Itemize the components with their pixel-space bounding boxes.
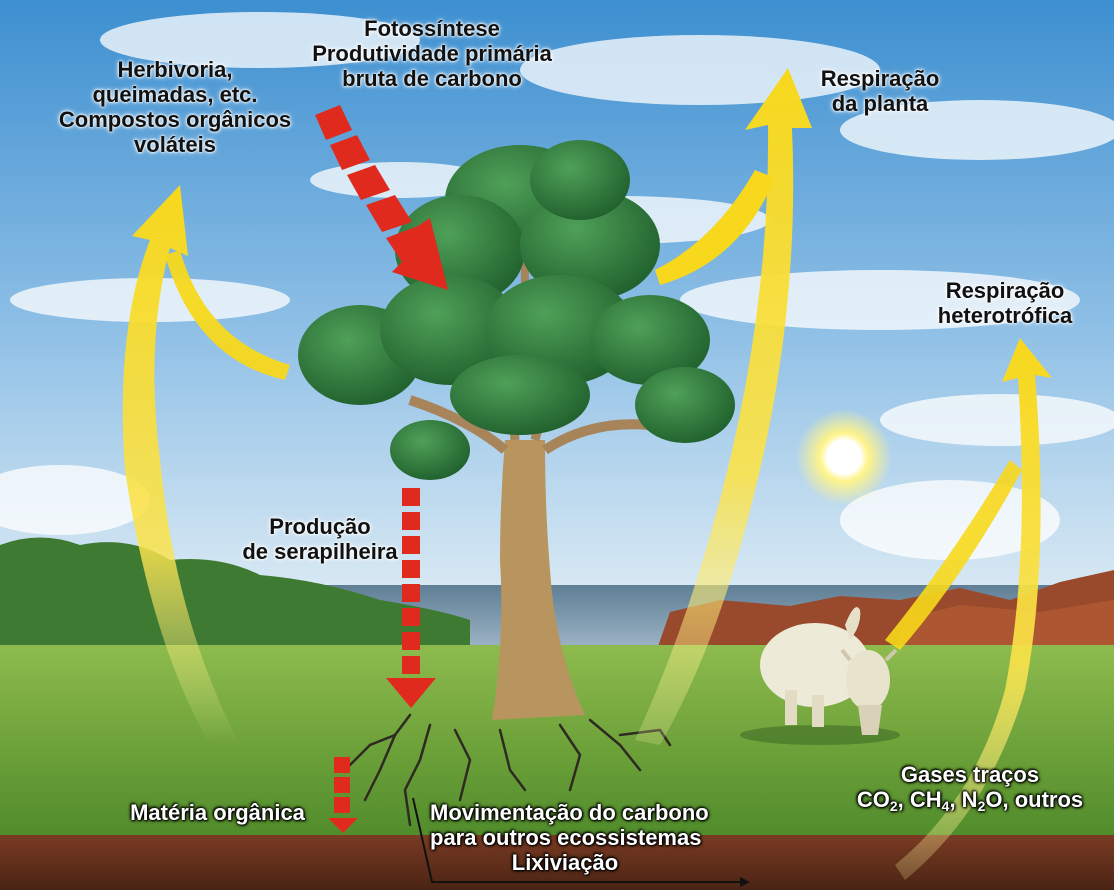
litter-production-label: Produção de serapilheira	[242, 514, 398, 564]
photosynthesis-arrow	[315, 105, 448, 290]
photosynthesis-label: Fotossíntese Produtividade primária brut…	[312, 16, 552, 91]
plant-respiration-label: Respiração da planta	[820, 66, 940, 116]
organic-matter-label: Matéria orgânica	[130, 800, 305, 825]
forest	[0, 537, 470, 660]
leaching-arrow	[412, 797, 740, 883]
sun-icon	[796, 409, 892, 505]
herbivory-arrow-branch	[165, 250, 290, 380]
herbivory-label: Herbivoria, queimadas, etc. Compostos or…	[58, 57, 292, 157]
plant-respiration-arrow	[635, 68, 812, 745]
organic-matter-arrow	[328, 757, 358, 833]
cow-icon	[740, 607, 900, 745]
carbon-movement-label: Movimentação do carbono para outros ecos…	[430, 800, 709, 875]
plant-respiration-arrow-branch	[655, 170, 775, 285]
herbivory-arrow	[122, 185, 240, 745]
heterotrophic-respiration-arrow	[895, 338, 1052, 880]
trace-gases-label: Gases traços CO2, CH4, N2O, outros	[830, 762, 1110, 814]
heterotrophic-respiration-label: Respiração heterotrófica	[937, 278, 1073, 328]
cow-respiration-arrow	[885, 460, 1022, 650]
trace-gases-list: CO2, CH4, N2O, outros	[856, 787, 1084, 814]
litter-production-arrow	[386, 488, 436, 708]
tree-icon	[298, 140, 735, 720]
